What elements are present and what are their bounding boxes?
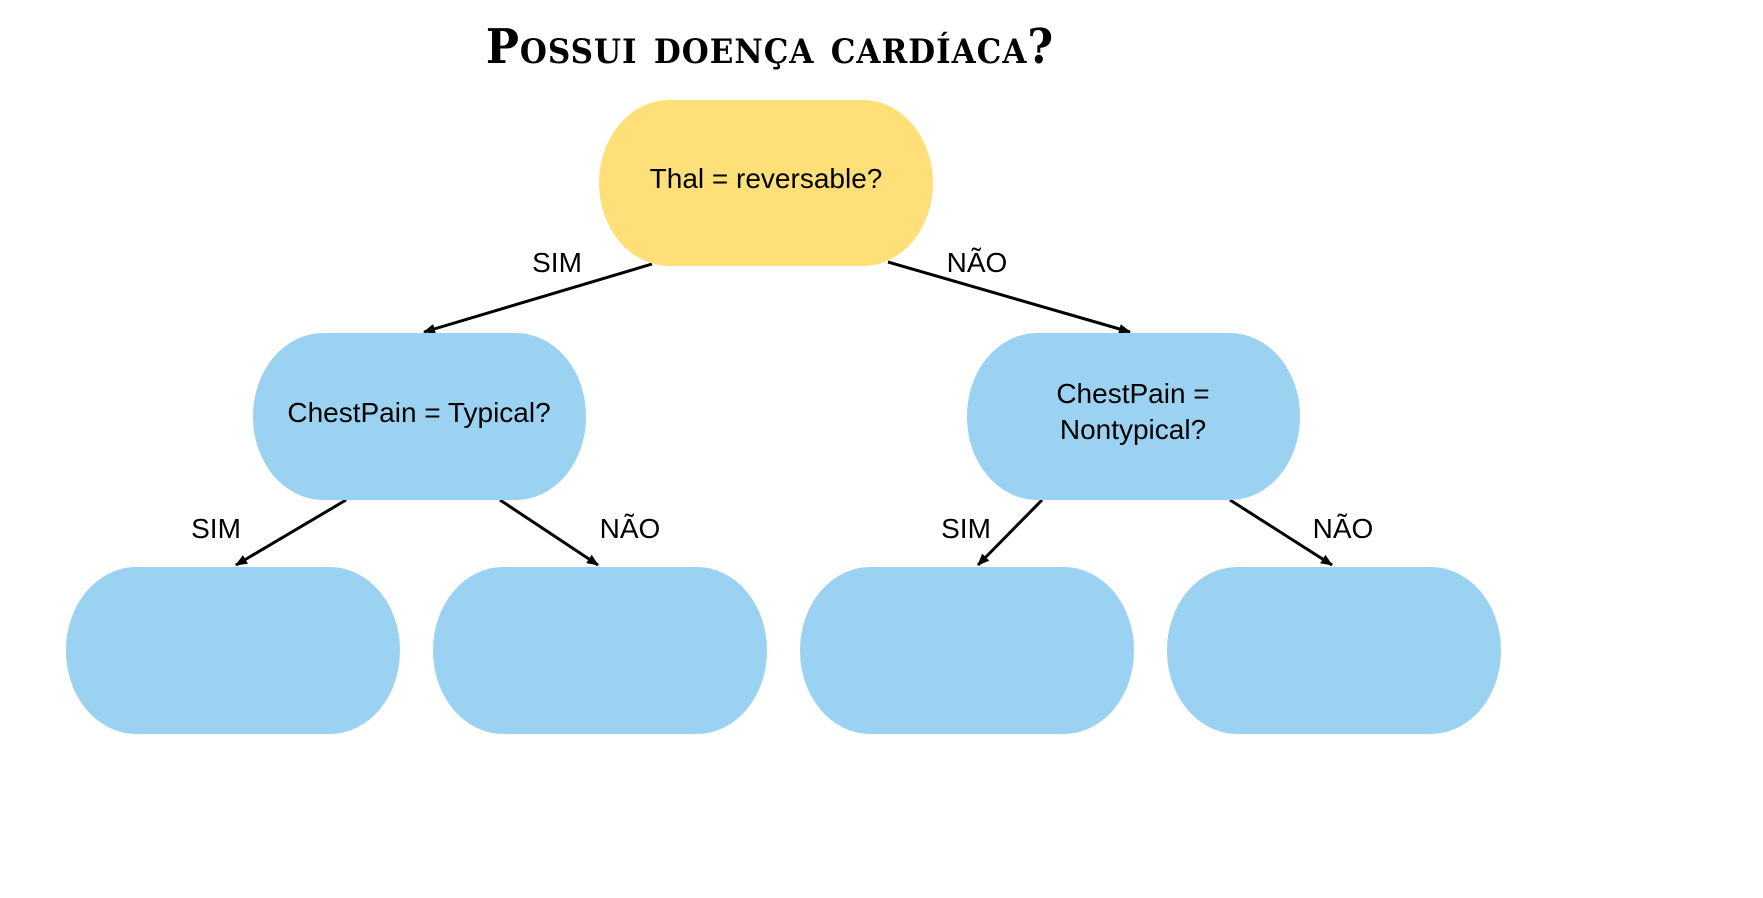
leaf-node-2: [433, 567, 767, 734]
edge-right-leaf4: [1229, 498, 1333, 567]
edge-right-leaf3: [976, 498, 1044, 567]
leaf-node-3: [800, 567, 1134, 734]
edge-label-left-leaf1: SIM: [191, 513, 241, 544]
root-node: [599, 100, 933, 266]
edge-left-leaf1: [235, 498, 347, 567]
root-node-label: Thal = reversable?: [650, 163, 883, 194]
edge-label-right-leaf3: SIM: [941, 513, 991, 544]
leaf-node-4: [1167, 567, 1501, 734]
edges: [235, 260, 1333, 567]
edge-left-leaf2: [499, 498, 599, 567]
left-node-label: ChestPain = Typical?: [287, 397, 550, 428]
edge-label-root-right: NÃO: [947, 247, 1008, 278]
right-node: [967, 333, 1300, 500]
diagram-title: Possui doença cardíaca?: [485, 19, 1055, 76]
left-node: [253, 333, 586, 500]
edge-label-root-left: SIM: [532, 247, 582, 278]
nodes: Thal = reversable? ChestPain = Typical? …: [66, 100, 1501, 734]
right-node-label-line2: Nontypical?: [1060, 414, 1206, 445]
edge-root-right: [887, 260, 1131, 334]
edge-label-left-leaf2: NÃO: [600, 513, 661, 544]
edge-label-right-leaf4: NÃO: [1313, 513, 1374, 544]
edge-root-left: [423, 262, 653, 334]
edge-labels: SIM NÃO SIM NÃO SIM NÃO: [191, 247, 1373, 544]
leaf-node-1: [66, 567, 400, 734]
right-node-label-line1: ChestPain =: [1056, 378, 1209, 409]
